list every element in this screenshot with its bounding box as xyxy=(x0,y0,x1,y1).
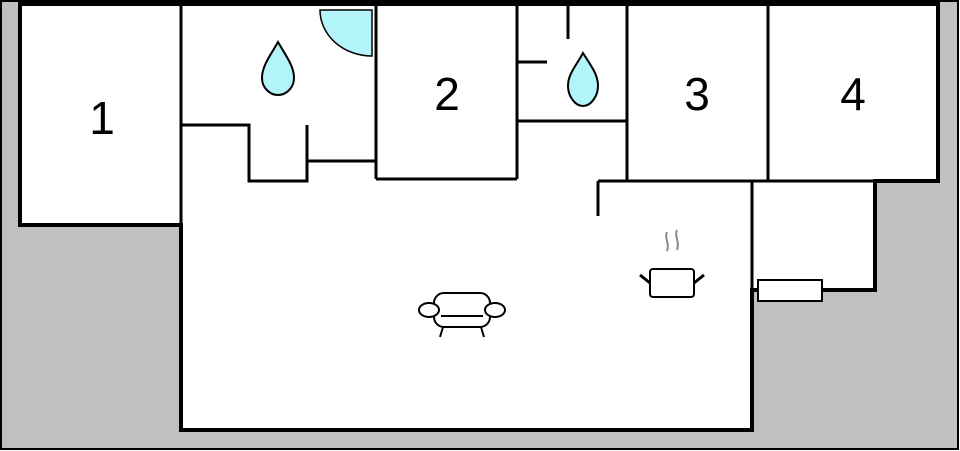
sofa-icon xyxy=(418,292,506,338)
room-label-3: 3 xyxy=(684,68,710,120)
shower-quarter-circle-icon xyxy=(319,9,373,57)
water-drop-icon xyxy=(566,50,600,108)
room-label-4: 4 xyxy=(840,68,866,120)
interior-walls xyxy=(179,4,875,290)
radiator-icon xyxy=(757,279,823,302)
cooking-pot-icon xyxy=(639,229,705,298)
room-label-2: 2 xyxy=(434,68,460,120)
water-drop-icon xyxy=(260,39,296,97)
room-label-1: 1 xyxy=(89,92,115,144)
